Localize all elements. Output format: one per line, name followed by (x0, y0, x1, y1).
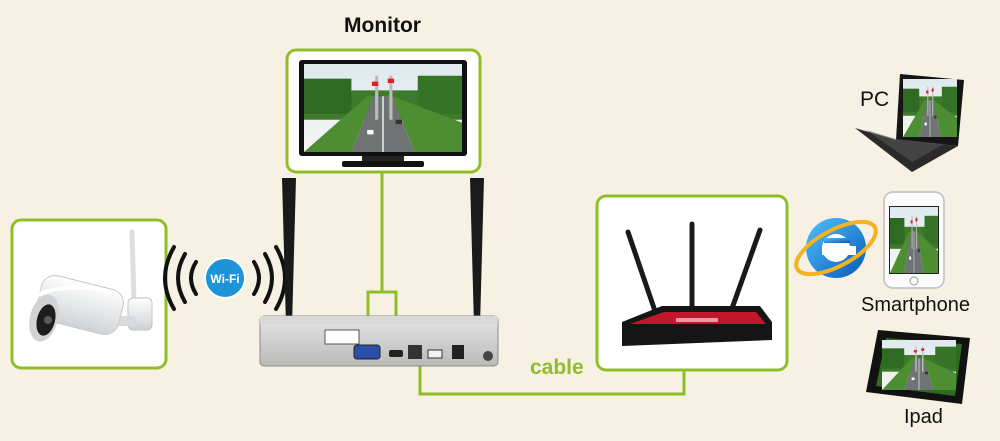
camera-box (10, 218, 168, 370)
nvr-recorder-icon (259, 178, 499, 367)
router-box (595, 194, 789, 372)
internet-explorer-icon (794, 218, 878, 278)
ipad-label: Ipad (904, 406, 943, 428)
pc-label: PC (860, 88, 890, 111)
monitor-icon (299, 60, 467, 167)
cable-line (418, 362, 686, 396)
wifi-signal-icon (163, 245, 287, 311)
laptop-icon (855, 74, 964, 172)
smartphone-label: Smartphone (861, 294, 970, 316)
smartphone-icon (883, 191, 945, 289)
monitor-box (285, 48, 482, 174)
monitor-label: Monitor (344, 14, 421, 37)
cable-label: cable (530, 356, 584, 379)
bullet-camera-icon (26, 229, 153, 342)
wifi-router-icon (622, 221, 772, 346)
wifi-badge: Wi-Fi (204, 257, 246, 299)
ipad-icon (866, 330, 970, 404)
wifi-badge-label: Wi-Fi (210, 272, 239, 286)
